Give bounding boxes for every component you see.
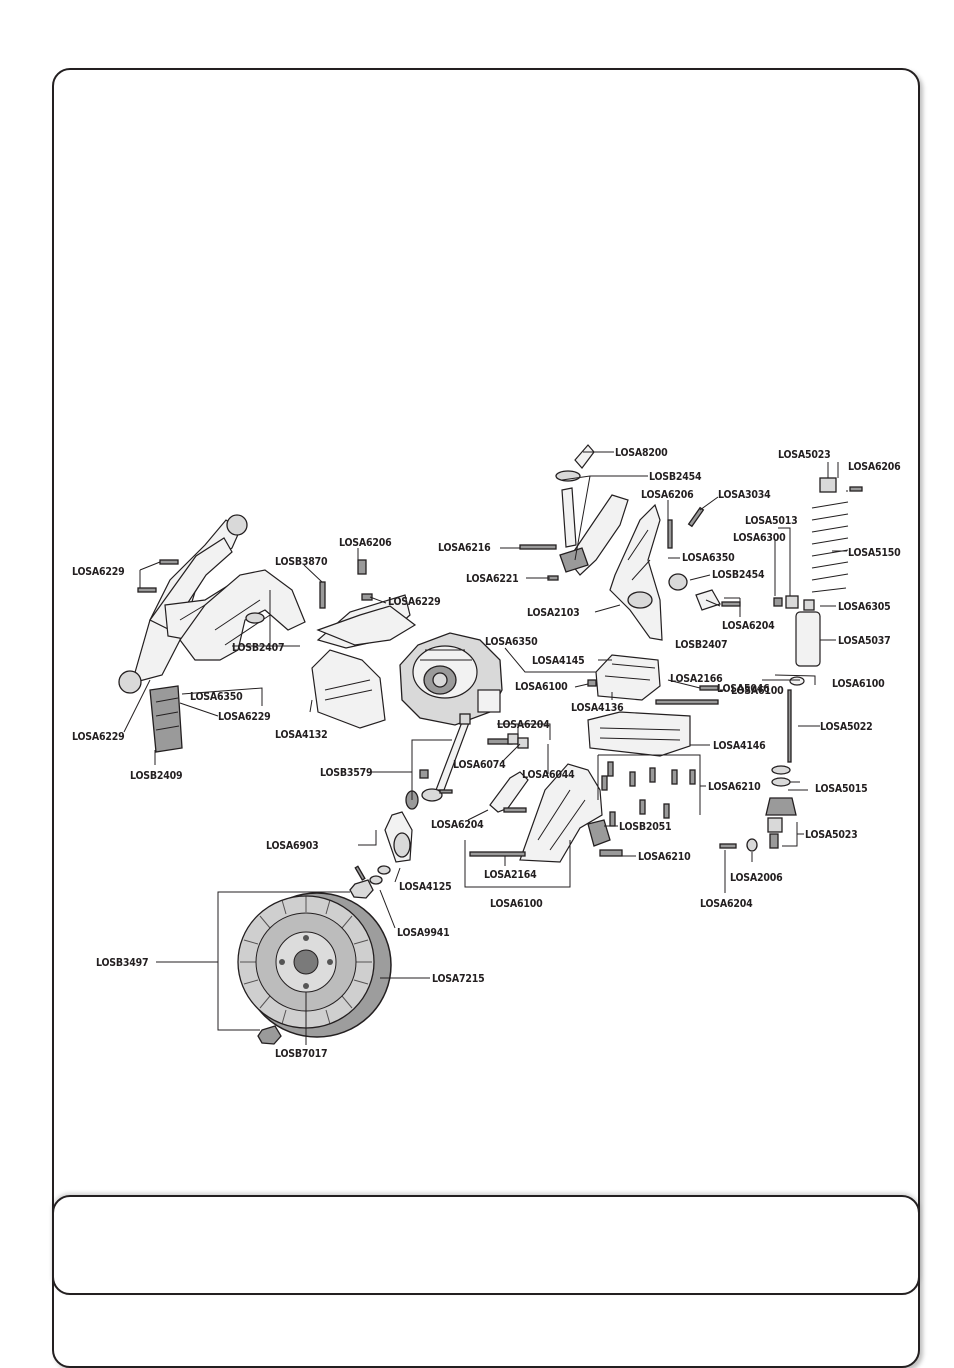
rear-hub-carrier (609, 503, 663, 641)
label-losa6300: LOSA6300 (733, 532, 786, 544)
label-losa6229-b: LOSA6229 (72, 566, 124, 578)
top-plate (316, 605, 417, 646)
label-losa6229-d: LOSA6229 (72, 731, 124, 743)
label-losa5022: LOSA5022 (820, 721, 872, 733)
label-losb2407-left: LOSB2407 (232, 642, 284, 654)
label-losa6100-c: LOSA6100 (731, 685, 784, 697)
wheel-hex-parts (257, 865, 374, 1045)
leader-lines (123, 451, 848, 1045)
mud-flap (149, 685, 183, 753)
page-frame (52, 68, 920, 1368)
label-losb2454-b: LOSB2454 (712, 569, 765, 581)
label-losa6210-b: LOSA6210 (638, 851, 691, 863)
exploded-parts-diagram: LOSA8200 LOSB2454 LOSA6206 LOSA3034 LOSA… (72, 444, 901, 1060)
screws-misc (137, 506, 705, 609)
ball-stud (746, 838, 758, 852)
label-losa4136: LOSA4136 (571, 702, 624, 714)
label-losa5037: LOSA5037 (838, 635, 890, 647)
label-losa4125: LOSA4125 (399, 881, 451, 893)
label-losa6229-c: LOSA6229 (218, 711, 270, 723)
label-losb3579: LOSB3579 (320, 767, 372, 779)
label-losa5015: LOSA5015 (815, 783, 867, 795)
label-losa6350-c: LOSA6350 (190, 691, 243, 703)
label-losb3870: LOSB3870 (275, 556, 328, 568)
label-losa5046: LOSA5046 (717, 683, 770, 695)
label-losa6100-d: LOSA6100 (490, 898, 543, 910)
label-losb7017: LOSB7017 (275, 1048, 327, 1060)
label-losa6204-a: LOSA6204 (722, 620, 775, 632)
label-losa9941: LOSA9941 (397, 927, 449, 939)
camber-link (487, 733, 529, 813)
transmission-housing (399, 632, 503, 726)
label-losa6221: LOSA6221 (466, 573, 518, 585)
label-losa6206-b: LOSA6206 (848, 461, 901, 473)
label-losa6305: LOSA6305 (838, 601, 890, 613)
label-losa6206-c: LOSA6206 (339, 537, 392, 549)
label-losa6044: LOSA6044 (522, 769, 575, 781)
label-losb2407-right: LOSB2407 (675, 639, 727, 651)
label-losa2166: LOSA2166 (670, 673, 723, 685)
label-losa6210-a: LOSA6210 (708, 781, 761, 793)
label-losa4145: LOSA4145 (532, 655, 584, 667)
label-losa6350-b: LOSA6350 (485, 636, 538, 648)
label-losa5023-top: LOSA5023 (778, 449, 830, 461)
label-losa6204-b: LOSA6204 (497, 719, 550, 731)
shock-assembly (765, 477, 863, 849)
label-losa6204-c: LOSA6204 (431, 819, 484, 831)
part-drawings (118, 444, 863, 1045)
part-labels: LOSA8200 LOSB2454 LOSA6206 LOSA3034 LOSA… (72, 447, 901, 1060)
label-losa7215: LOSA7215 (432, 973, 484, 985)
label-losb2051: LOSB2051 (619, 821, 671, 833)
screw-losa6204 (719, 843, 737, 849)
drive-shaft (419, 713, 471, 802)
label-losa4132: LOSA4132 (275, 729, 327, 741)
label-losa5023-bottom: LOSA5023 (805, 829, 857, 841)
hinge-pin-long (655, 699, 719, 705)
label-losa8200: LOSA8200 (615, 447, 668, 459)
label-losa6100-a: LOSA6100 (515, 681, 568, 693)
hub-bearing-set (668, 573, 741, 611)
rear-cage-frame (118, 514, 266, 694)
label-losa3034: LOSA3034 (718, 489, 771, 501)
label-losb2409: LOSB2409 (130, 770, 182, 782)
rear-bulkhead (587, 654, 719, 701)
chassis-plate (587, 711, 691, 757)
wheel-hub-carrier (369, 790, 419, 885)
label-losa6206-a: LOSA6206 (641, 489, 694, 501)
label-losa2103: LOSA2103 (527, 607, 579, 619)
label-losa6216: LOSA6216 (438, 542, 491, 554)
label-losa2164: LOSA2164 (484, 869, 537, 881)
label-losa6100-b: LOSA6100 (832, 678, 885, 690)
wheel-tire (237, 892, 392, 1038)
rear-shock-mount (179, 569, 306, 661)
label-losa5013: LOSA5013 (745, 515, 797, 527)
label-losa6903: LOSA6903 (266, 840, 318, 852)
label-losa4146: LOSA4146 (713, 740, 766, 752)
label-losa6204-d: LOSA6204 (700, 898, 753, 910)
label-losa5150: LOSA5150 (848, 547, 901, 559)
label-losa2006: LOSA2006 (730, 872, 783, 884)
label-losb2454-top: LOSB2454 (649, 471, 702, 483)
label-losa6074: LOSA6074 (453, 759, 506, 771)
label-losb3497: LOSB3497 (96, 957, 148, 969)
screw-group (593, 761, 696, 827)
camber-link-arm (559, 494, 629, 576)
label-losa6350-a: LOSA6350 (682, 552, 735, 564)
label-losa6229-a: LOSA6229 (388, 596, 440, 608)
